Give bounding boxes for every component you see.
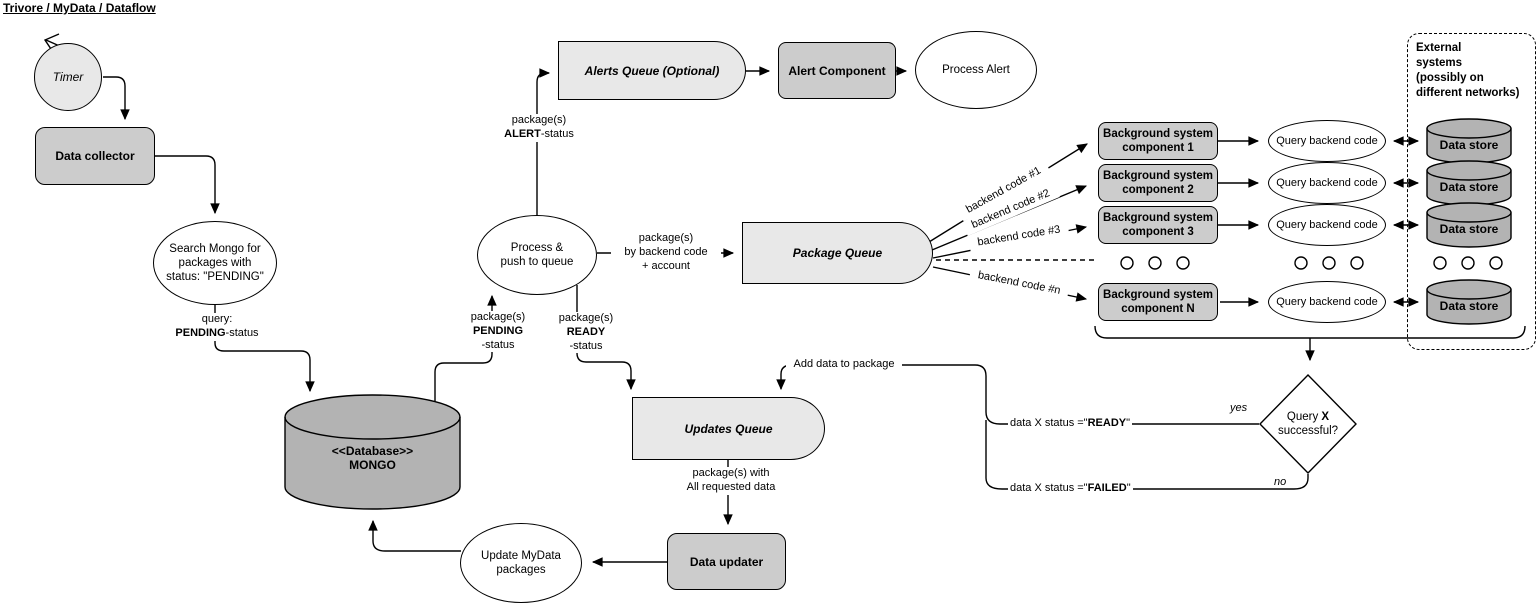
background-component-2: Background system component 2 — [1098, 164, 1218, 202]
data-store-label-n: Data store — [1439, 299, 1499, 313]
edge-query-pending-to-mongo — [214, 303, 315, 393]
edge-alert-to-alerts-queue — [536, 68, 551, 215]
data-collector-node: Data collector — [35, 127, 155, 185]
edge-updatemydata-to-mongo — [368, 519, 461, 552]
query-backend-step-n: Query backend code — [1268, 281, 1386, 323]
background-component-1: Background system component 1 — [1098, 122, 1218, 160]
update-mydata-step: Update MyData packages — [460, 523, 582, 603]
updates-queue-node: Updates Queue — [632, 397, 825, 460]
label-packages-with-data: package(s) with All requested data — [666, 467, 796, 495]
data-store-label-1: Data store — [1439, 138, 1499, 152]
query-backend-step-1: Query backend code — [1268, 120, 1386, 162]
edge-collector-to-search — [155, 155, 220, 215]
background-component-n: Background system component N — [1098, 283, 1218, 321]
data-store-cylinder-1 — [1426, 118, 1512, 164]
label-by-backend-code: package(s) by backend code + account — [611, 232, 721, 274]
package-queue-node: Package Queue — [742, 222, 933, 284]
mongo-database-label: <<Database>> MONGO — [331, 444, 414, 472]
alert-component-node: Alert Component — [778, 42, 896, 99]
edge-mongo-pending-to-process — [434, 294, 497, 401]
external-systems-label: External systems (possibly on different … — [1416, 42, 1520, 99]
data-store-label-2: Data store — [1439, 180, 1499, 194]
label-data-x-failed: data X status ="FAILED" — [1008, 482, 1133, 496]
background-component-3: Background system component 3 — [1098, 206, 1218, 244]
timer-node: Timer — [34, 43, 102, 111]
query-backend-step-2: Query backend code — [1268, 162, 1386, 204]
process-push-step: Process & push to queue — [477, 215, 597, 295]
label-data-x-ready: data X status ="READY" — [1008, 417, 1133, 431]
diagram-title: Trivore / MyData / Dataflow — [3, 1, 156, 15]
label-add-data: Add data to package — [786, 358, 902, 372]
edge-no-failed-merge — [985, 420, 1309, 490]
label-alert-status: package(s) ALERT-status — [487, 114, 591, 142]
data-store-cylinder-3 — [1426, 202, 1512, 248]
edge-yes-ready-to-updates-queue — [776, 364, 1259, 425]
alerts-queue-node: Alerts Queue (Optional) — [558, 41, 746, 100]
query-backend-step-3: Query backend code — [1268, 204, 1386, 246]
mongo-cylinder — [284, 394, 461, 510]
data-store-cylinder-2 — [1426, 160, 1512, 206]
external-systems-group: External systems (possibly on different … — [1407, 33, 1536, 350]
edge-ready-to-updates-queue — [576, 285, 636, 391]
data-store-label-3: Data store — [1439, 222, 1499, 236]
process-alert-step: Process Alert — [915, 31, 1037, 109]
continuation-dots — [1120, 256, 1503, 270]
search-mongo-step: Search Mongo for packages with status: "… — [153, 221, 277, 305]
data-store-cylinder-n — [1426, 279, 1512, 325]
label-no: no — [1274, 476, 1287, 488]
label-pending-status: package(s) PENDING -status — [451, 311, 545, 353]
label-query-pending: query: PENDING-status — [160, 313, 274, 341]
edge-timer-to-collector — [103, 76, 130, 121]
decision-label: Query X successful? — [1277, 411, 1339, 438]
label-yes: yes — [1230, 402, 1248, 414]
data-updater-node: Data updater — [667, 533, 786, 590]
decision-diamond — [1259, 373, 1357, 475]
label-ready-status: package(s) READY -status — [539, 312, 633, 354]
